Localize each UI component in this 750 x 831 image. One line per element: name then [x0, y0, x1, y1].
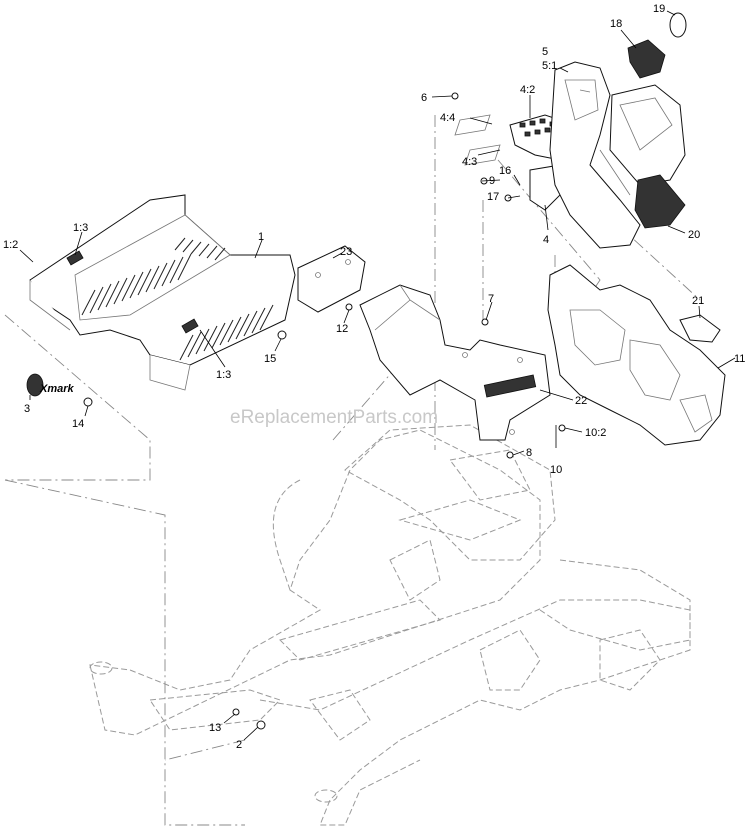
callout-16: 16	[499, 165, 511, 177]
callout-21: 21	[692, 295, 704, 307]
callout-14: 14	[72, 418, 84, 430]
part-18-19-20	[609, 12, 687, 229]
callout-11: 11	[734, 353, 745, 365]
part-11-21-shell	[547, 264, 726, 446]
part-5-panel	[549, 61, 641, 249]
callout-4-4: 4:4	[440, 112, 455, 124]
callout-13: 13	[209, 722, 221, 734]
callout-labels: 1 1:2 1:3 1:3 2 3 4 4:2 4:3 4:4 5 5:1 6 …	[3, 3, 745, 751]
callout-18: 18	[610, 18, 622, 30]
part-23-plate	[297, 245, 366, 313]
decal-logo-text: Xmark	[39, 383, 75, 395]
callout-20: 20	[688, 229, 700, 241]
watermark-text: eReplacementParts.com	[230, 407, 438, 428]
callout-5-1: 5:1	[542, 60, 557, 72]
part-1-cover	[29, 194, 296, 391]
callout-1-3-top: 1:3	[73, 222, 88, 234]
callout-4: 4	[543, 234, 549, 246]
part-3-decal: Xmark	[26, 373, 75, 397]
callout-23: 23	[340, 246, 352, 258]
leader-lines	[19, 10, 736, 741]
callout-12: 12	[336, 323, 348, 335]
callout-22: 22	[575, 395, 587, 407]
callout-1: 1	[258, 231, 264, 243]
callout-4-2: 4:2	[520, 84, 535, 96]
callout-15: 15	[264, 353, 276, 365]
callout-4-3: 4:3	[462, 156, 477, 168]
callout-17: 17	[487, 191, 499, 203]
callout-2: 2	[236, 739, 242, 751]
callout-10-2: 10:2	[585, 427, 606, 439]
callout-8: 8	[526, 447, 532, 459]
part-22-bracket	[359, 284, 551, 441]
callout-6: 6	[421, 92, 427, 104]
callout-1-2: 1:2	[3, 239, 18, 251]
callout-1-3-bottom: 1:3	[216, 369, 231, 381]
callout-7: 7	[488, 293, 494, 305]
chassis-frame	[89, 424, 691, 826]
callout-9: 9	[489, 175, 495, 187]
callout-10: 10	[550, 464, 562, 476]
callout-3: 3	[24, 403, 30, 415]
callout-19: 19	[653, 3, 665, 15]
callout-5: 5	[542, 46, 548, 58]
